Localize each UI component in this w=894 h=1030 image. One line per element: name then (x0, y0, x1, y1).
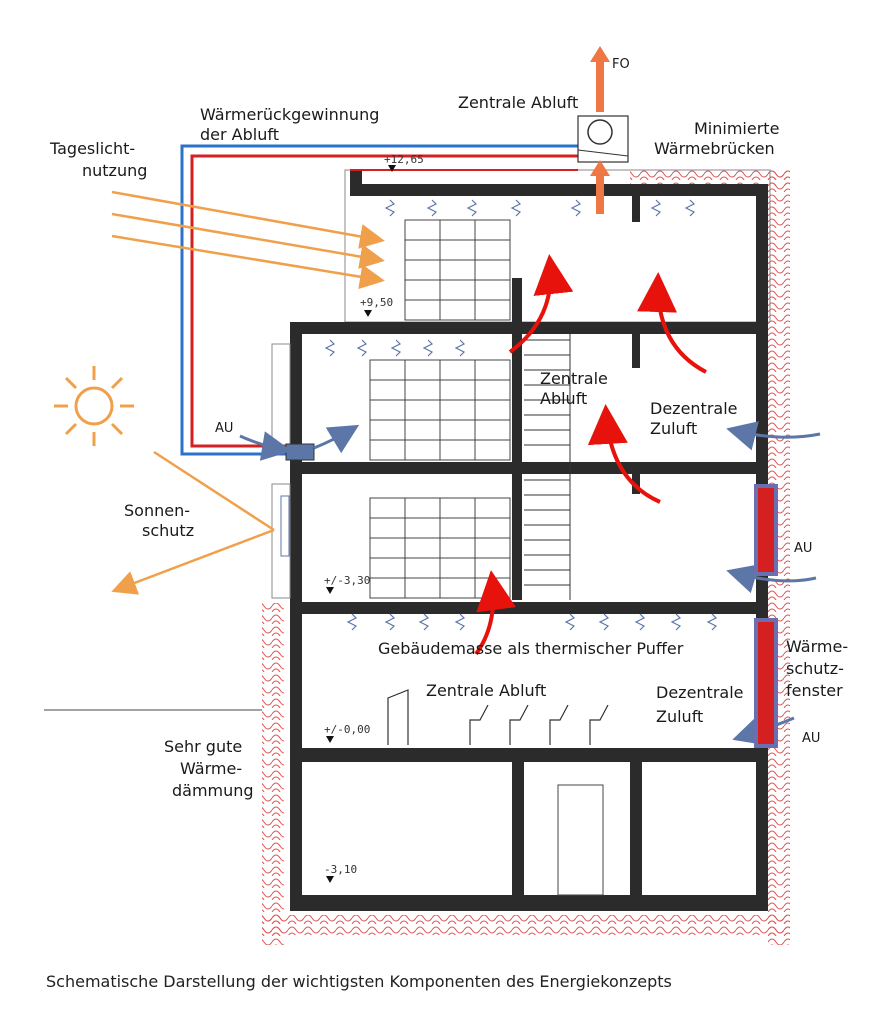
level-ground: +/-0,00 (324, 723, 370, 736)
level-basement: -3,10 (324, 863, 357, 876)
exhaust-air-arrows (474, 254, 707, 656)
label-minimierte-1: Minimierte (694, 119, 779, 138)
slab-basement (290, 895, 768, 911)
label-sonnenschutz-2: schutz (142, 521, 194, 540)
label-zentrale-abluft-top: Zentrale Abluft (458, 93, 578, 112)
label-dezentrale-mid-1: Dezentrale (650, 399, 738, 418)
label-dezentrale-mid-2: Zuluft (650, 419, 697, 438)
roof-slab (350, 184, 768, 196)
level-second: +/-3,30 (324, 574, 370, 587)
fo-arrow (590, 46, 610, 112)
insulation-bottom (262, 915, 790, 935)
label-au-left: AU (215, 421, 233, 436)
label-tageslicht-2: nutzung (82, 161, 147, 180)
stair-core-wall (512, 278, 522, 600)
label-minimierte-2: Wärmebrücken (654, 139, 775, 158)
level-roof: +12,65 (384, 153, 424, 166)
label-daemmung-3: dämmung (172, 781, 254, 800)
daylight-arrows (111, 190, 385, 290)
chairs (387, 689, 609, 745)
shelving (369, 219, 604, 896)
slab-ground-floor (290, 748, 756, 762)
label-gebaeudemasse: Gebäudemasse als thermischer Puffer (378, 639, 684, 658)
sunshade-blind (280, 495, 290, 557)
label-zentrale-abluft-mid-2: Abluft (540, 389, 587, 408)
energy-concept-diagram: +12,65 +9,50 +/-3,30 +/-0,00 -3,10 FO Ze… (44, 46, 848, 945)
label-waermerueck-2: der Abluft (200, 125, 279, 144)
insulation-left-lower (262, 603, 284, 945)
inner-wall-right-mid (632, 334, 640, 368)
basement-wall-2 (630, 762, 642, 895)
label-tageslicht-1: Tageslicht- (49, 139, 135, 158)
sunshade-arrows (111, 450, 275, 595)
ventilation-unit-au (285, 443, 315, 461)
label-au-right-mid: AU (794, 541, 812, 556)
upper-left-facade (271, 343, 291, 455)
label-zentrale-abluft-ground: Zentrale Abluft (426, 681, 546, 700)
ceiling-diffusers (324, 199, 718, 631)
duct-blue (180, 144, 578, 456)
left-wall (290, 322, 302, 911)
parapet (350, 170, 362, 196)
stairs (524, 334, 571, 600)
label-dezentrale-low-1: Dezentrale (656, 683, 744, 702)
slab-third-floor (290, 322, 756, 334)
roof-exhaust-arrow (590, 160, 610, 214)
label-dezentrale-low-2: Zuluft (656, 707, 703, 726)
insulation-top (630, 168, 790, 186)
label-zentrale-abluft-mid-1: Zentrale (540, 369, 608, 388)
basement-wall-1 (512, 762, 524, 895)
label-sonnenschutz-1: Sonnen- (124, 501, 190, 520)
sunshade-facade (271, 483, 291, 599)
label-waermerueck-1: Wärmerückgewinnung (200, 105, 379, 124)
level-markers (326, 165, 396, 883)
label-fo: FO (612, 57, 630, 72)
exhaust-fan-unit (577, 115, 629, 163)
label-au-right-low: AU (802, 731, 820, 746)
slab-first-floor (290, 602, 756, 614)
label-waermeschutz-3: fenster (786, 681, 843, 700)
label-daemmung-1: Sehr gute (164, 737, 242, 756)
inner-wall-right-top (632, 196, 640, 222)
heat-window-upper (754, 484, 778, 576)
slab-second-floor (290, 462, 756, 474)
label-waermeschutz-1: Wärme- (786, 637, 848, 656)
duct-red (190, 154, 578, 448)
level-third: +9,50 (360, 296, 393, 309)
insulation-right (768, 168, 790, 945)
sun-icon (54, 366, 134, 446)
label-daemmung-2: Wärme- (180, 759, 242, 778)
caption: Schematische Darstellung der wichtigsten… (46, 972, 672, 991)
label-waermeschutz-2: schutz- (786, 659, 844, 678)
heat-window-lower (754, 618, 778, 748)
